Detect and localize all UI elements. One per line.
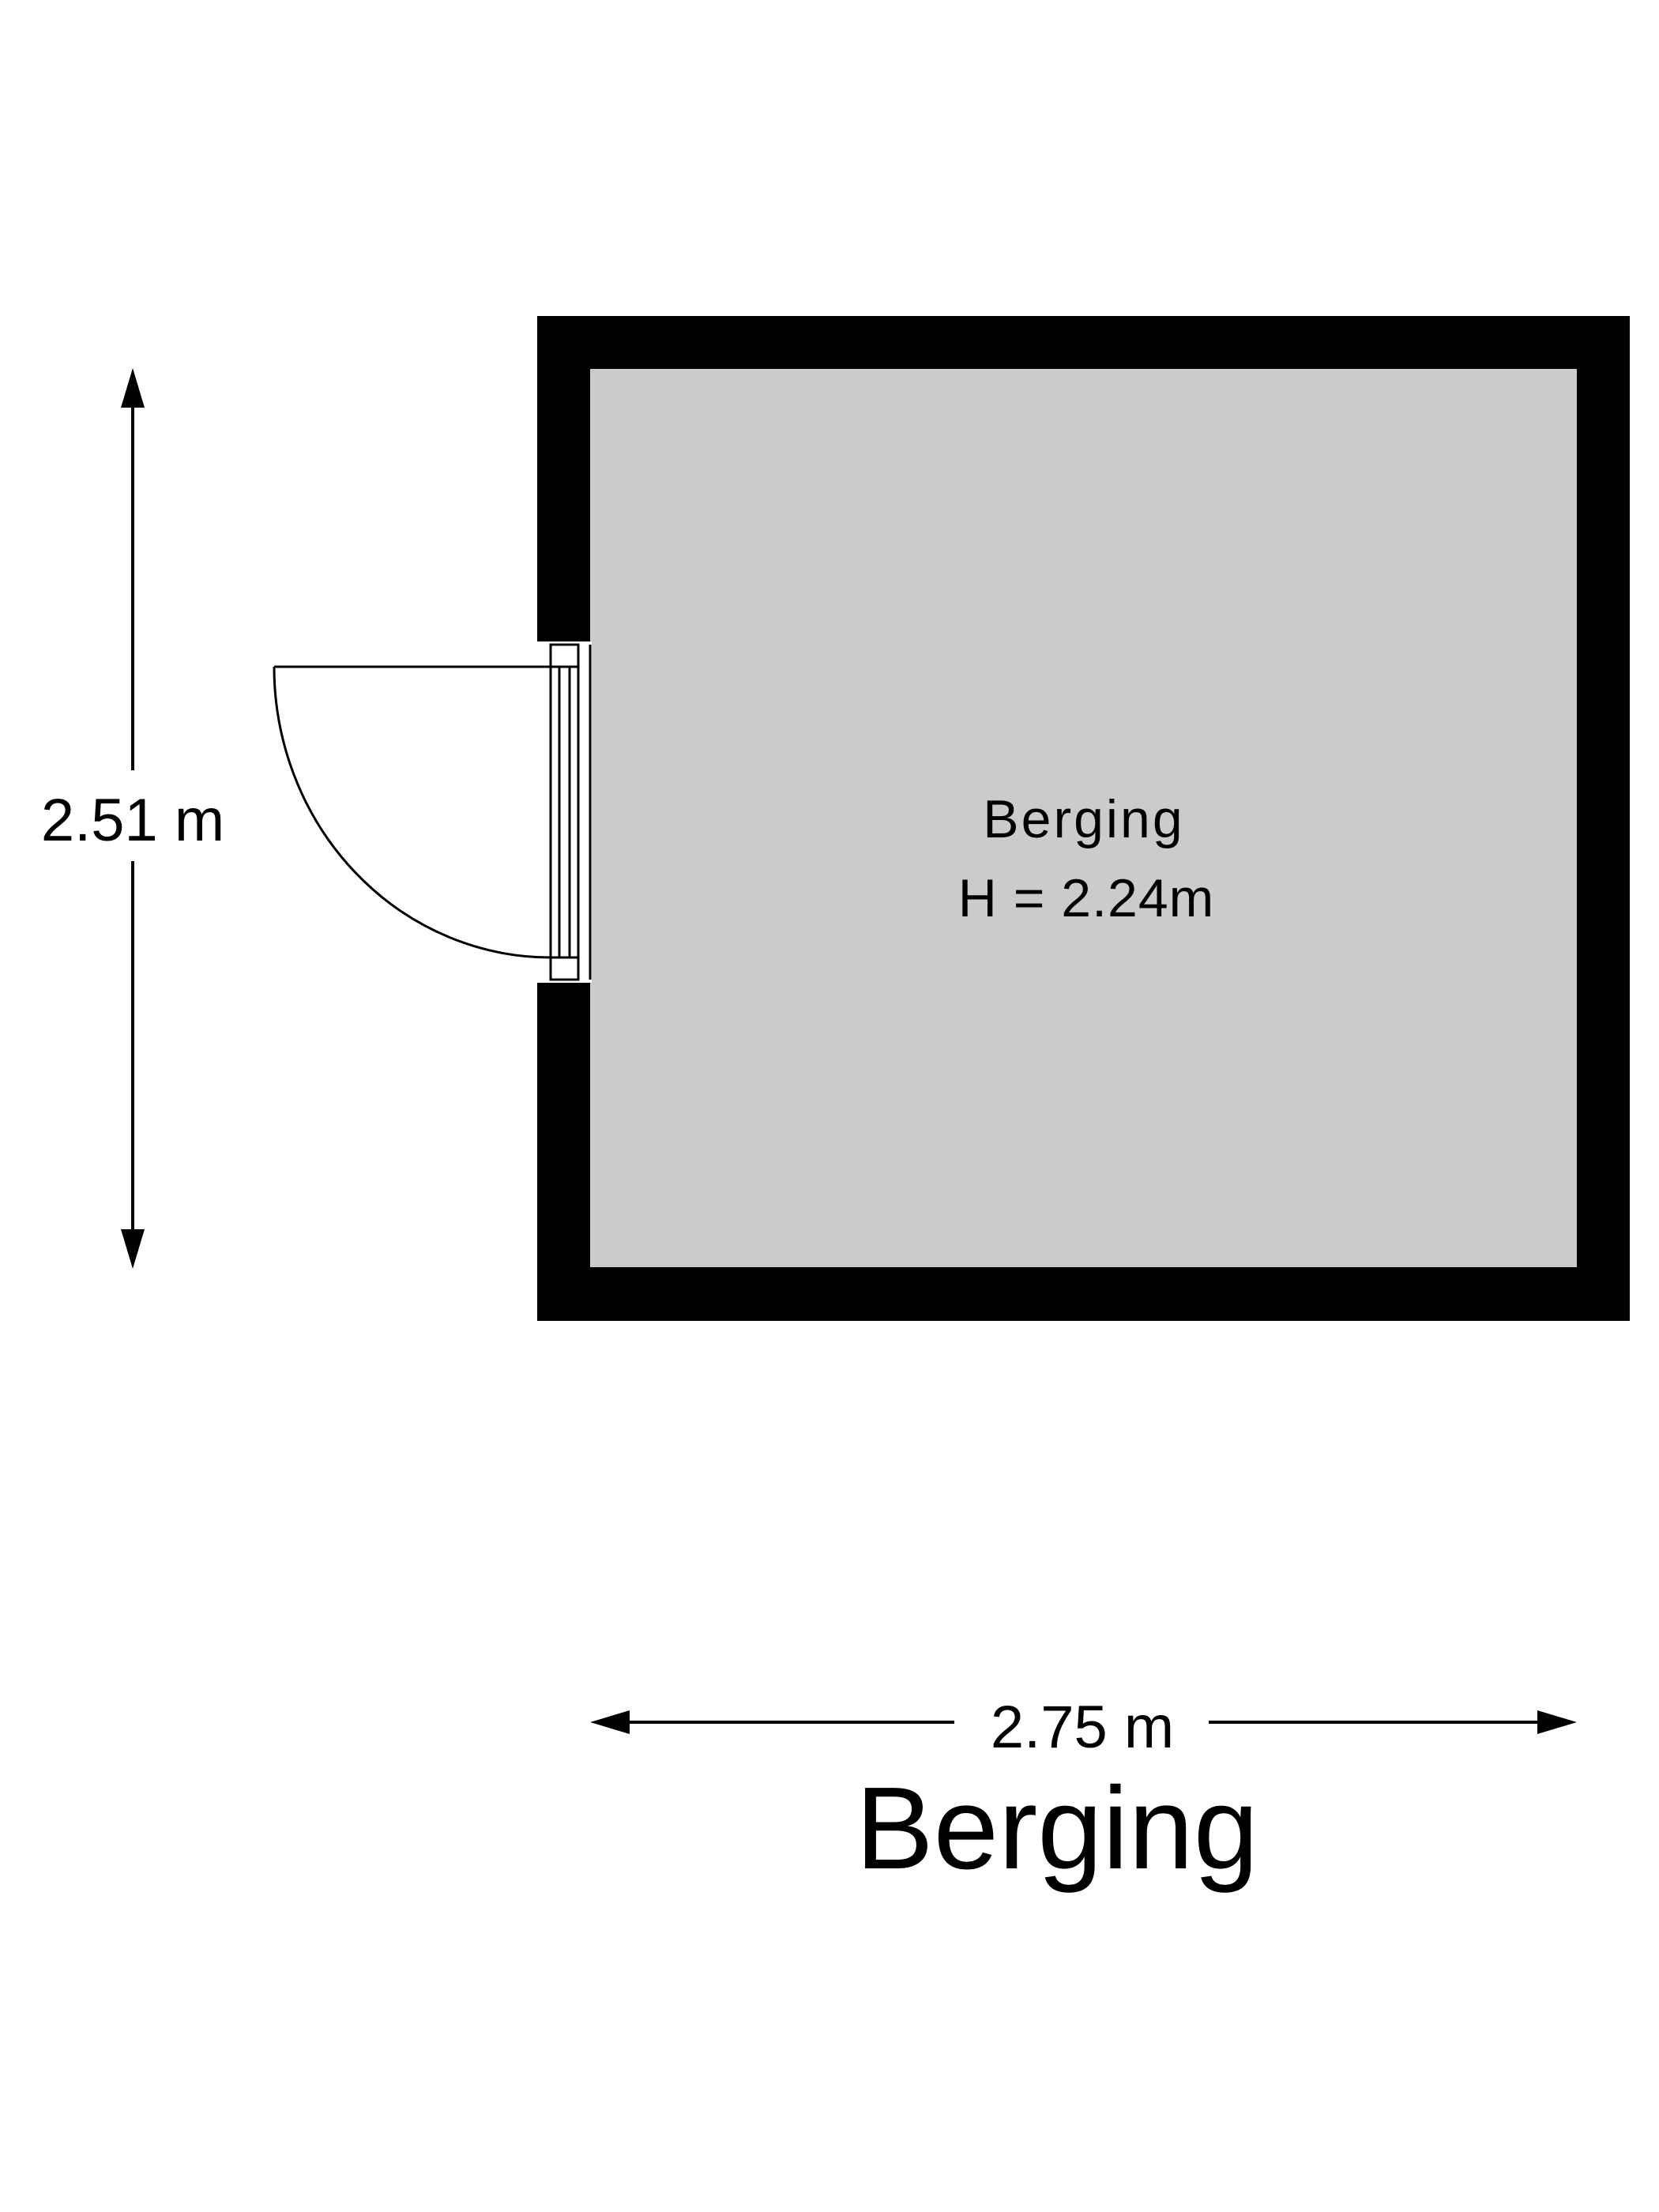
room-height: H = 2.24m [958, 868, 1215, 928]
height-dimension-line [121, 368, 145, 1269]
room-floor [590, 369, 1577, 1267]
door-swing [273, 665, 551, 959]
room-name: Berging [983, 789, 1184, 849]
plan-title: Berging [856, 1763, 1258, 1894]
door-leaf [549, 645, 592, 980]
arrow-left-icon [590, 1710, 630, 1734]
door-frame-bottom [549, 956, 580, 981]
arrow-down-icon [121, 1229, 145, 1269]
height-dimension-label: 2.51 m [41, 787, 224, 854]
door-frame-top [549, 643, 580, 668]
door-opening [536, 641, 592, 983]
width-dimension-label: 2.75 m [991, 1694, 1174, 1761]
arrow-up-icon [121, 368, 145, 408]
arrow-right-icon [1537, 1710, 1577, 1734]
width-dimension-line [590, 1710, 1577, 1734]
